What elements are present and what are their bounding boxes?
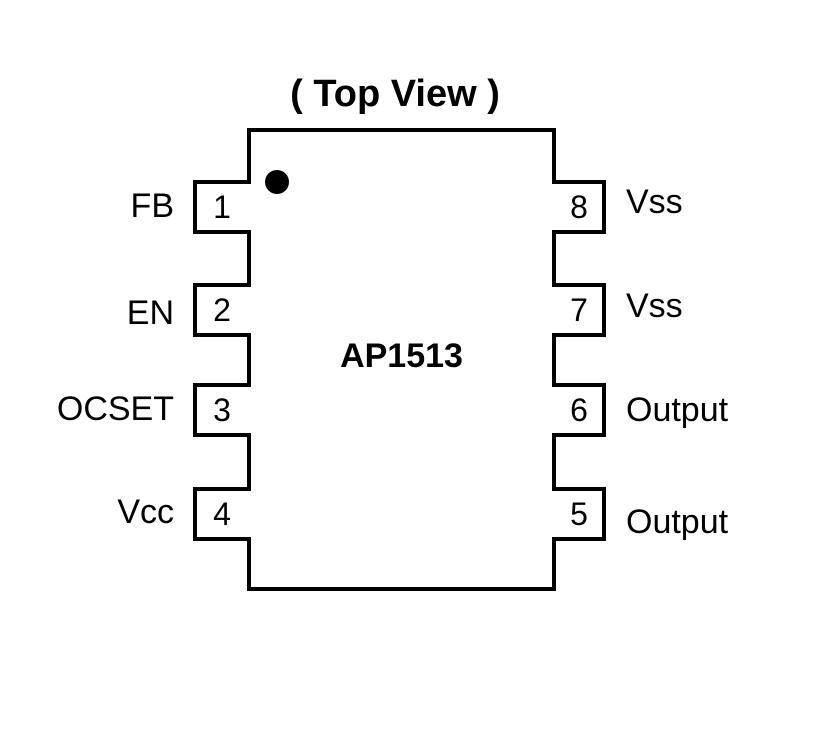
pin-1-label: FB [130, 187, 174, 225]
pin-8-label: Vss [626, 183, 683, 221]
pin-2-label: EN [126, 294, 174, 332]
pin-7-label: Vss [626, 287, 683, 325]
pin-8: 8 [552, 180, 606, 234]
pin-7: 7 [552, 283, 606, 337]
pin-6: 6 [552, 383, 606, 437]
pin-5-label: Output [626, 503, 729, 541]
pin1-indicator-dot [265, 170, 289, 194]
pin-4-label: Vcc [117, 493, 174, 531]
pin-5: 5 [552, 487, 606, 541]
pin-3-label: OCSET [56, 390, 174, 428]
pin-6-label: Output [626, 391, 729, 429]
diagram-title: ( Top View ) [290, 73, 500, 115]
pin-2: 2 [193, 283, 251, 337]
part-number: AP1513 [340, 337, 463, 375]
pin-4: 4 [193, 487, 251, 541]
chip-package-body [247, 128, 556, 591]
pin-3: 3 [193, 383, 251, 437]
pin-1: 1 [193, 180, 251, 234]
